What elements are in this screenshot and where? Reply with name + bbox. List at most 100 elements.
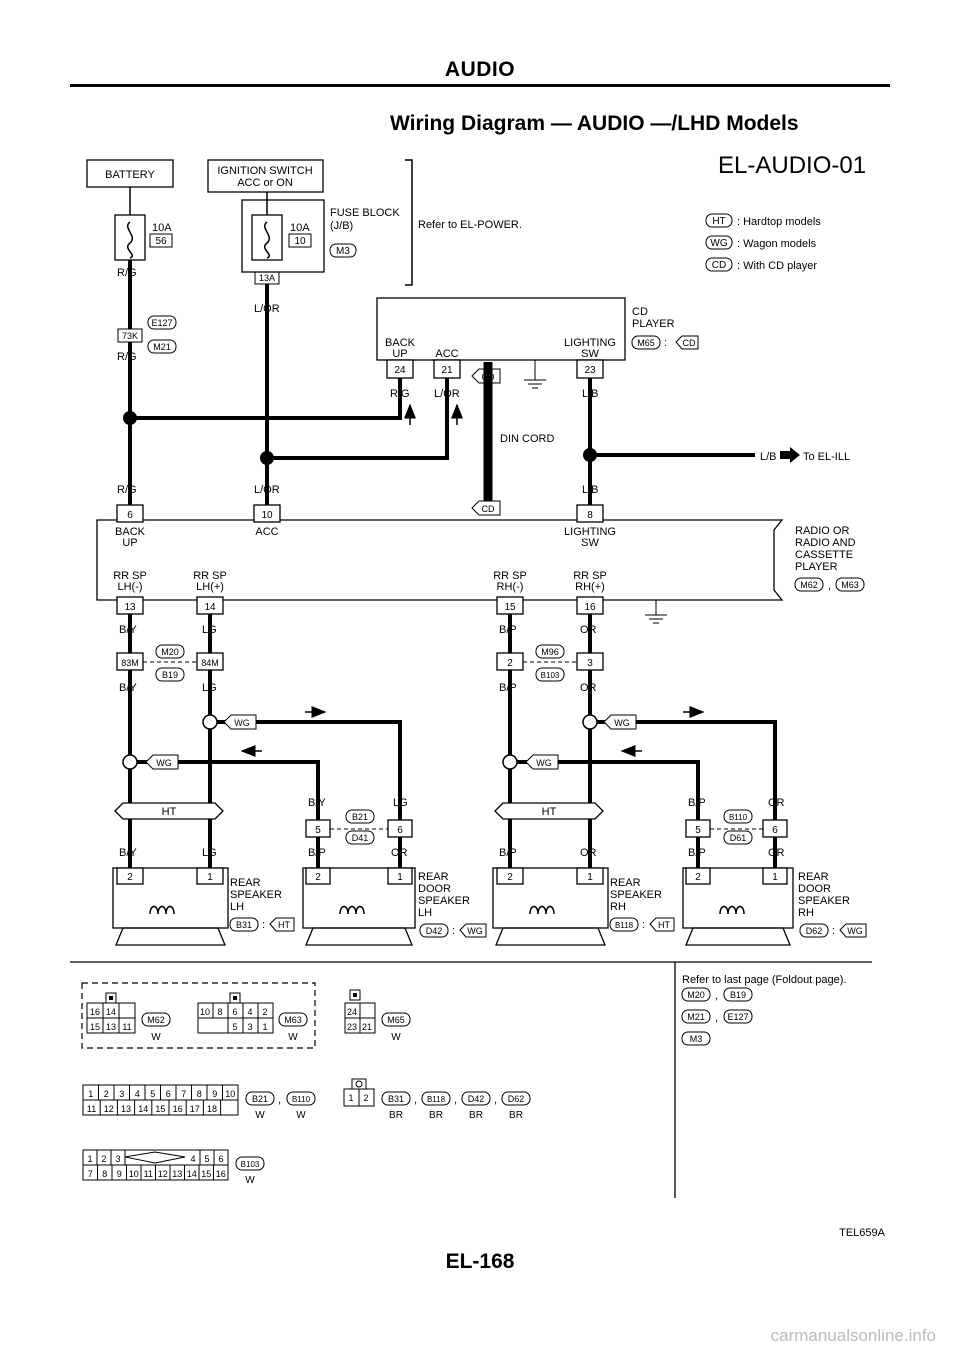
- speaker-label: REAR: [418, 871, 449, 883]
- terminal: 2: [507, 872, 513, 883]
- wire-label: LG: [202, 847, 217, 859]
- wire-label: LG: [393, 797, 408, 809]
- ignition-label-2: ACC or ON: [237, 177, 293, 189]
- terminal: 10: [261, 510, 273, 521]
- pin: 12: [158, 1169, 168, 1179]
- speaker-label: RH: [610, 901, 626, 913]
- face-connector-id: B103: [241, 1160, 260, 1169]
- pin: 4: [135, 1089, 140, 1099]
- face-color: W: [151, 1032, 161, 1043]
- pin: 15: [201, 1169, 211, 1179]
- terminal: 5: [695, 825, 701, 836]
- separator: ,: [414, 1094, 417, 1106]
- face-color: W: [255, 1110, 265, 1121]
- face-connector-id: B118: [427, 1095, 446, 1104]
- pin: 1: [262, 1022, 267, 1032]
- fuse-block-label-1: FUSE BLOCK: [330, 207, 400, 219]
- wire-label: B/P: [308, 847, 326, 859]
- cd-player-tag: CD: [683, 338, 696, 348]
- terminal: 2: [315, 872, 321, 883]
- fuse-56-icon: [127, 221, 133, 259]
- wg-tag: WG: [614, 718, 630, 728]
- speaker-label: SPEAKER: [230, 889, 282, 901]
- speaker-label: SPEAKER: [798, 895, 850, 907]
- radio-label: RADIO OR: [795, 525, 849, 537]
- pin: 7: [88, 1169, 93, 1179]
- pin: 2: [101, 1154, 106, 1164]
- wire-label: B/Y: [308, 797, 326, 809]
- pin: 9: [212, 1089, 217, 1099]
- radio-connector: M63: [841, 580, 859, 590]
- legend: HT : Hardtop models WG : Wagon models CD…: [705, 213, 821, 272]
- face-color: BR: [389, 1110, 403, 1121]
- terminal: 24: [394, 365, 406, 376]
- legend-text: : Hardtop models: [737, 216, 821, 228]
- pin: 21: [362, 1022, 372, 1032]
- speaker-connector: D62: [806, 926, 823, 936]
- wire-label: R/G: [117, 351, 137, 363]
- wire-label: LG: [202, 624, 217, 636]
- terminal: 6: [772, 825, 778, 836]
- pin: 1: [87, 1154, 92, 1164]
- pin-label: SW: [581, 537, 599, 549]
- pin: 8: [102, 1169, 107, 1179]
- ht-tag: HT: [278, 920, 290, 930]
- wire-label: OR: [391, 847, 408, 859]
- watermark-text: carmanualsonline.info: [770, 1326, 936, 1345]
- ht-tag: HT: [162, 806, 177, 818]
- pin-label: SW: [581, 348, 599, 360]
- pin: 14: [106, 1007, 116, 1017]
- terminal: 1: [207, 872, 213, 883]
- speaker-cone-icon: [495, 927, 606, 946]
- connector-73k: 73K: [122, 331, 138, 341]
- pin: 13: [106, 1022, 116, 1032]
- wire-label: L/B: [760, 451, 777, 463]
- pin: 11: [144, 1169, 153, 1179]
- pin: 13: [121, 1104, 131, 1114]
- pin: 2: [104, 1089, 109, 1099]
- face-connector-id: B110: [292, 1095, 311, 1104]
- connector-b103: B103: [541, 671, 560, 680]
- speaker-cone-icon: [685, 927, 791, 946]
- wire-label: L/B: [582, 484, 599, 496]
- speaker-label: SPEAKER: [610, 889, 662, 901]
- pin: 15: [155, 1104, 165, 1114]
- pin: 14: [138, 1104, 148, 1114]
- face-connector-id: B21: [252, 1094, 268, 1104]
- speaker-label: LH: [418, 907, 432, 919]
- wire-label: B/Y: [119, 682, 137, 694]
- separator: :: [664, 337, 667, 349]
- wire-label: B/P: [688, 847, 706, 859]
- pin: 13: [172, 1169, 182, 1179]
- connector-face-m65: 24 23 21 M65 W: [344, 989, 411, 1043]
- foldout-connector: M20: [687, 990, 705, 1000]
- connector-face-m63: 10 8 6 4 2 5 3 1 M63 W: [197, 992, 308, 1043]
- terminal: 23: [584, 365, 596, 376]
- pin: 16: [90, 1007, 100, 1017]
- pin: 7: [181, 1089, 186, 1099]
- wg-tag: WG: [467, 926, 483, 936]
- pin: 6: [218, 1154, 223, 1164]
- header-rule: [70, 84, 890, 87]
- terminal: 83M: [121, 658, 139, 668]
- wire-label: L/OR: [254, 484, 280, 496]
- foldout-connector: M21: [687, 1012, 705, 1022]
- terminal: 16: [584, 602, 596, 613]
- face-connector-id: M62: [147, 1015, 165, 1025]
- fuse-terminal: 13A: [259, 273, 275, 283]
- pin-label: UP: [392, 348, 407, 360]
- face-connector-id: D62: [508, 1094, 525, 1104]
- fuse-10-box: [251, 214, 283, 261]
- separator: ,: [715, 990, 718, 1002]
- pin: 12: [104, 1104, 114, 1114]
- terminal: 13: [124, 602, 136, 613]
- speaker-cone-icon: [115, 927, 226, 946]
- speaker-coil-icon: [149, 905, 175, 915]
- pin-label: BACK: [385, 337, 416, 349]
- foldout-connector: E127: [727, 1012, 748, 1022]
- terminal: 5: [315, 825, 321, 836]
- pin: 2: [262, 1007, 267, 1017]
- terminal: 1: [587, 872, 593, 883]
- face-connector-id: B31: [388, 1094, 404, 1104]
